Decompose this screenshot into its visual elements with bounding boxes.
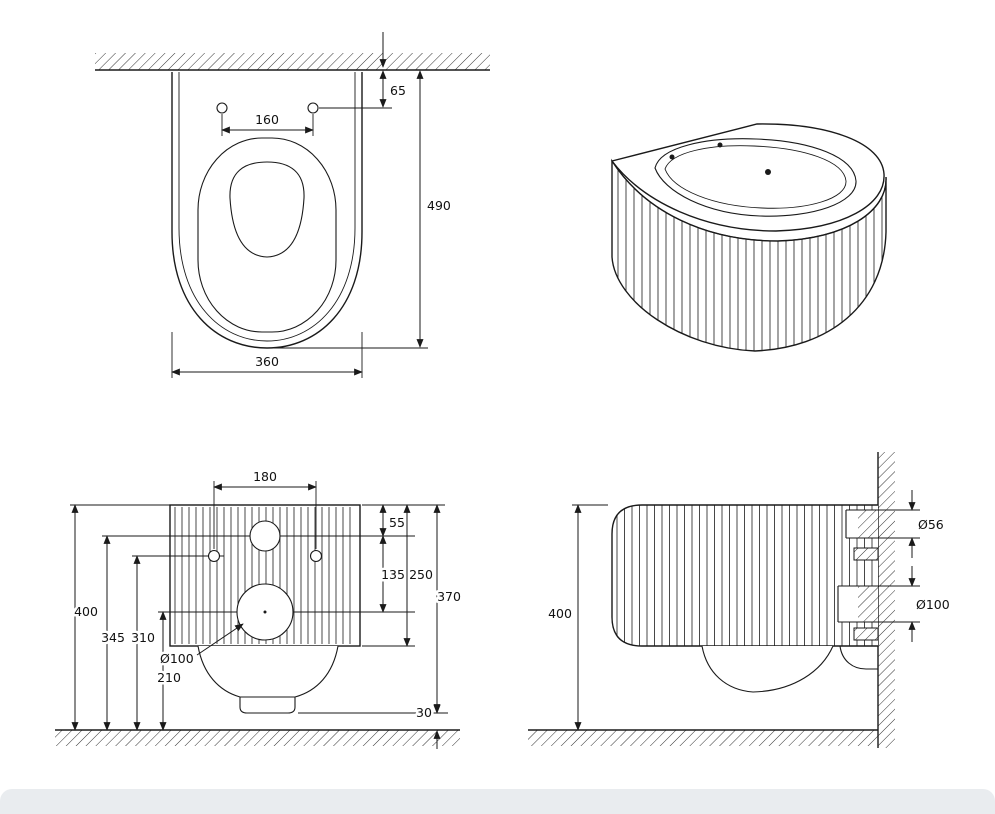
fixing-bracket-lower [853, 627, 879, 641]
dim-label-floor-to-drain: 210 [157, 670, 181, 685]
seat-fixing-dot-left [669, 154, 675, 160]
front-view-dimensions: 180 55 135 250 370 400 345 310 210 Ø100 … [71, 467, 463, 749]
top-view-dimensions: 65 160 490 360 [171, 32, 453, 378]
fixing-hole-right [309, 549, 323, 563]
bowl-underside [197, 645, 339, 714]
wall-connections [837, 509, 879, 641]
dim-label-floor-to-inlet: 345 [101, 630, 125, 645]
mounting-hole-left [216, 102, 228, 114]
drain-pipe-hatch [858, 586, 878, 622]
dim-label-hole-spacing: 160 [255, 112, 279, 127]
drain-elbow [839, 645, 878, 670]
front-view: 180 55 135 250 370 400 345 310 210 Ø100 … [55, 467, 463, 749]
dim-label-total-depth: 490 [427, 198, 451, 213]
dim-label-total-height: 400 [548, 606, 572, 621]
front-view-extension-lines [70, 481, 448, 714]
dim-label-top-to-bowl-bottom: 370 [437, 589, 461, 604]
footer-bar [0, 789, 995, 814]
seat-fixing-dot-right [717, 142, 723, 148]
dim-label-wall-to-holes: 65 [390, 83, 406, 98]
seat-outline [197, 137, 337, 333]
mounting-hole-right [307, 102, 319, 114]
dim-label-total-height: 400 [74, 604, 98, 619]
dim-label-drain-diameter: Ø100 [160, 651, 194, 666]
dim-label-floor-to-holes: 310 [131, 630, 155, 645]
dim-label-inlet-to-drain: 135 [381, 567, 405, 582]
pan-rim-inner-line [178, 72, 356, 342]
fluted-body-profile [611, 504, 878, 647]
side-view-dimensions: 400 Ø56 Ø100 [546, 490, 952, 731]
wall-hatch [95, 53, 490, 70]
isometric-view [610, 123, 887, 352]
dim-label-bowl-floor-gap: 30 [416, 705, 432, 720]
pan-outer-outline [171, 72, 363, 349]
floor-hatch [55, 730, 460, 746]
dim-label-inlet-diameter: Ø56 [918, 517, 944, 532]
drain-center-dot [263, 610, 267, 614]
dim-label-width: 360 [255, 354, 279, 369]
fixing-bracket-upper [853, 547, 879, 561]
bowl-opening-outer [654, 138, 857, 217]
bowl-opening-inner [664, 145, 847, 209]
side-view: 400 Ø56 Ø100 [528, 452, 952, 748]
bowl-inlet-dot [765, 169, 771, 175]
rim-lip-edge [611, 160, 887, 242]
inlet-pipe-hatch [858, 510, 878, 538]
wall-hatch [878, 452, 895, 748]
fixing-hole-left [207, 549, 221, 563]
drain-leader-arrow [196, 623, 244, 656]
water-inlet-hole [249, 520, 281, 552]
bowl-underside-profile [701, 645, 834, 693]
bowl-opening [229, 161, 305, 258]
dim-label-drain-diameter: Ø100 [916, 597, 950, 612]
dim-label-top-to-inlet: 55 [389, 515, 405, 530]
floor-hatch [528, 730, 878, 746]
dim-label-top-to-body-bottom: 250 [409, 567, 433, 582]
dim-label-hole-spacing: 180 [253, 469, 277, 484]
top-view: 65 160 490 360 [95, 32, 490, 378]
drain-pipe-outline [837, 585, 878, 623]
